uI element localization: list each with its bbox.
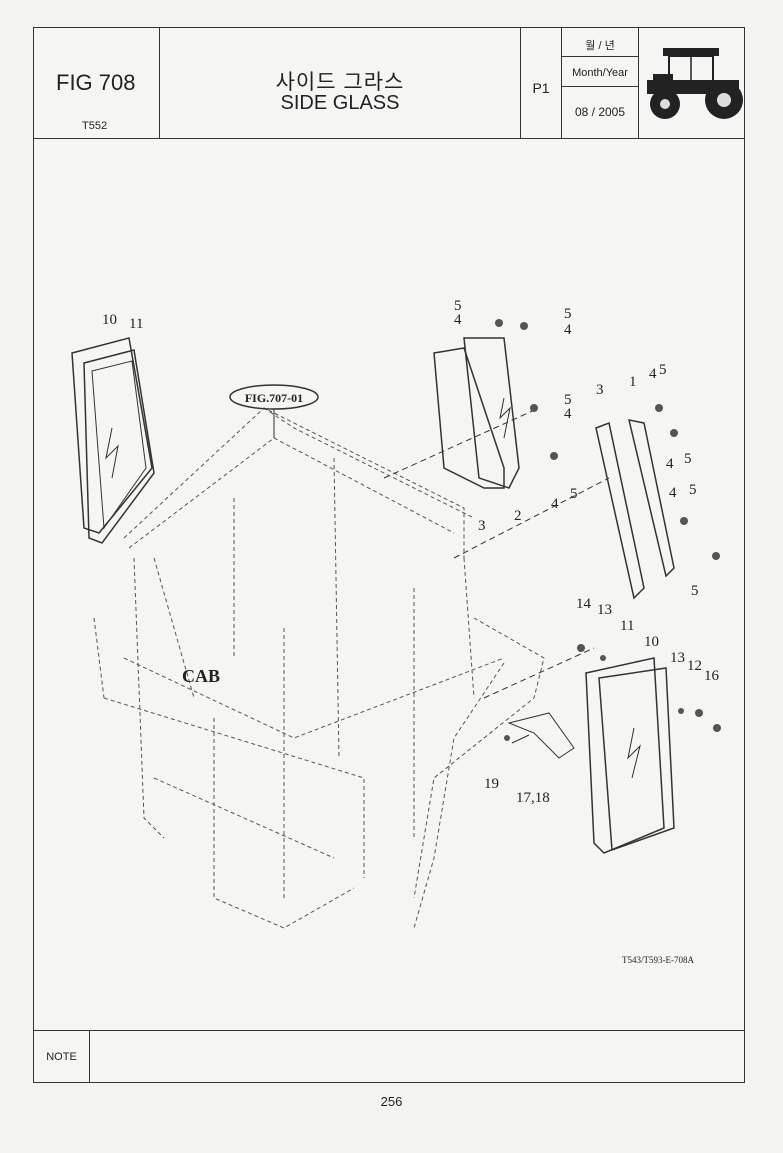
page-number: 256 [380, 1094, 403, 1109]
callout: 4 [666, 456, 674, 472]
callout: 5 [570, 486, 578, 502]
callout: 12 [687, 658, 702, 674]
callout: 5 [659, 362, 667, 378]
callout: 4 [564, 406, 572, 422]
callout: 5 [689, 482, 697, 498]
glass-panel-rear-upper [433, 337, 520, 489]
month-year-korean: 월 / 년 [585, 40, 615, 52]
glass-strip-right [595, 419, 675, 600]
cab-frame [93, 407, 545, 929]
drawing-code: T543/T593-E-708A [622, 955, 694, 965]
callout: 10 [644, 634, 659, 650]
title-korean: 사이드 그라스 [275, 71, 405, 94]
callout: 17,18 [516, 790, 550, 806]
note-row: NOTE [34, 1030, 744, 1083]
callout: 5 [684, 451, 692, 467]
callout: 5 [564, 306, 572, 322]
callout-numbers: 10 11 5 4 5 4 5 4 3 2 4 5 3 1 4 5 4 5 4 … [102, 298, 720, 806]
header-block: FIG 708 T552 사이드 그라스 SIDE GLASS P1 월 / 년… [34, 28, 744, 139]
callout: 13 [670, 650, 685, 666]
callout: 5 [691, 583, 699, 599]
callout: 4 [551, 496, 559, 512]
callout: 13 [597, 602, 612, 618]
fig-cell: FIG 708 T552 [34, 28, 160, 138]
callout: 14 [576, 596, 592, 612]
page-code-cell: P1 [521, 28, 562, 138]
callout: 5 [564, 392, 572, 408]
fig-reference-callout: FIG.707-01 [229, 384, 319, 438]
fasteners [495, 319, 721, 741]
glass-panel-left [71, 337, 155, 544]
hinge-bracket [507, 712, 575, 759]
fig-reference-label: FIG.707-01 [245, 391, 303, 405]
callout: 5 [454, 298, 462, 314]
revision-date: 08 / 2005 [574, 105, 626, 119]
title-english: SIDE GLASS [280, 92, 400, 114]
callout: 4 [564, 322, 572, 338]
tractor-logo [639, 28, 744, 138]
callout: 3 [478, 518, 486, 534]
callout: 1 [629, 374, 637, 390]
parts-sheet: FIG 708 T552 사이드 그라스 SIDE GLASS P1 월 / 년… [33, 27, 745, 1083]
exploded-diagram: FIG.707-01 CAB 10 11 5 4 5 4 5 4 3 2 4 5… [34, 138, 744, 1030]
model-code: T552 [82, 120, 108, 132]
page-code: P1 [532, 80, 550, 96]
callout: 4 [454, 312, 462, 328]
callout: 4 [649, 366, 657, 382]
date-cell: 월 / 년 Month/Year 08 / 2005 [562, 28, 639, 138]
callout: 10 [102, 312, 117, 328]
note-label: NOTE [34, 1031, 90, 1083]
title-cell: 사이드 그라스 SIDE GLASS [160, 28, 521, 138]
callout: 2 [514, 508, 522, 524]
callout: 11 [620, 618, 634, 634]
glass-panel-door [585, 657, 675, 854]
callout: 16 [704, 668, 720, 684]
fig-label: FIG 708 [56, 70, 136, 95]
month-year-label: Month/Year [572, 67, 628, 79]
callout: 4 [669, 485, 677, 501]
callout: 3 [596, 382, 604, 398]
callout: 19 [484, 776, 499, 792]
cab-label: CAB [182, 666, 220, 686]
callout: 11 [129, 316, 143, 332]
